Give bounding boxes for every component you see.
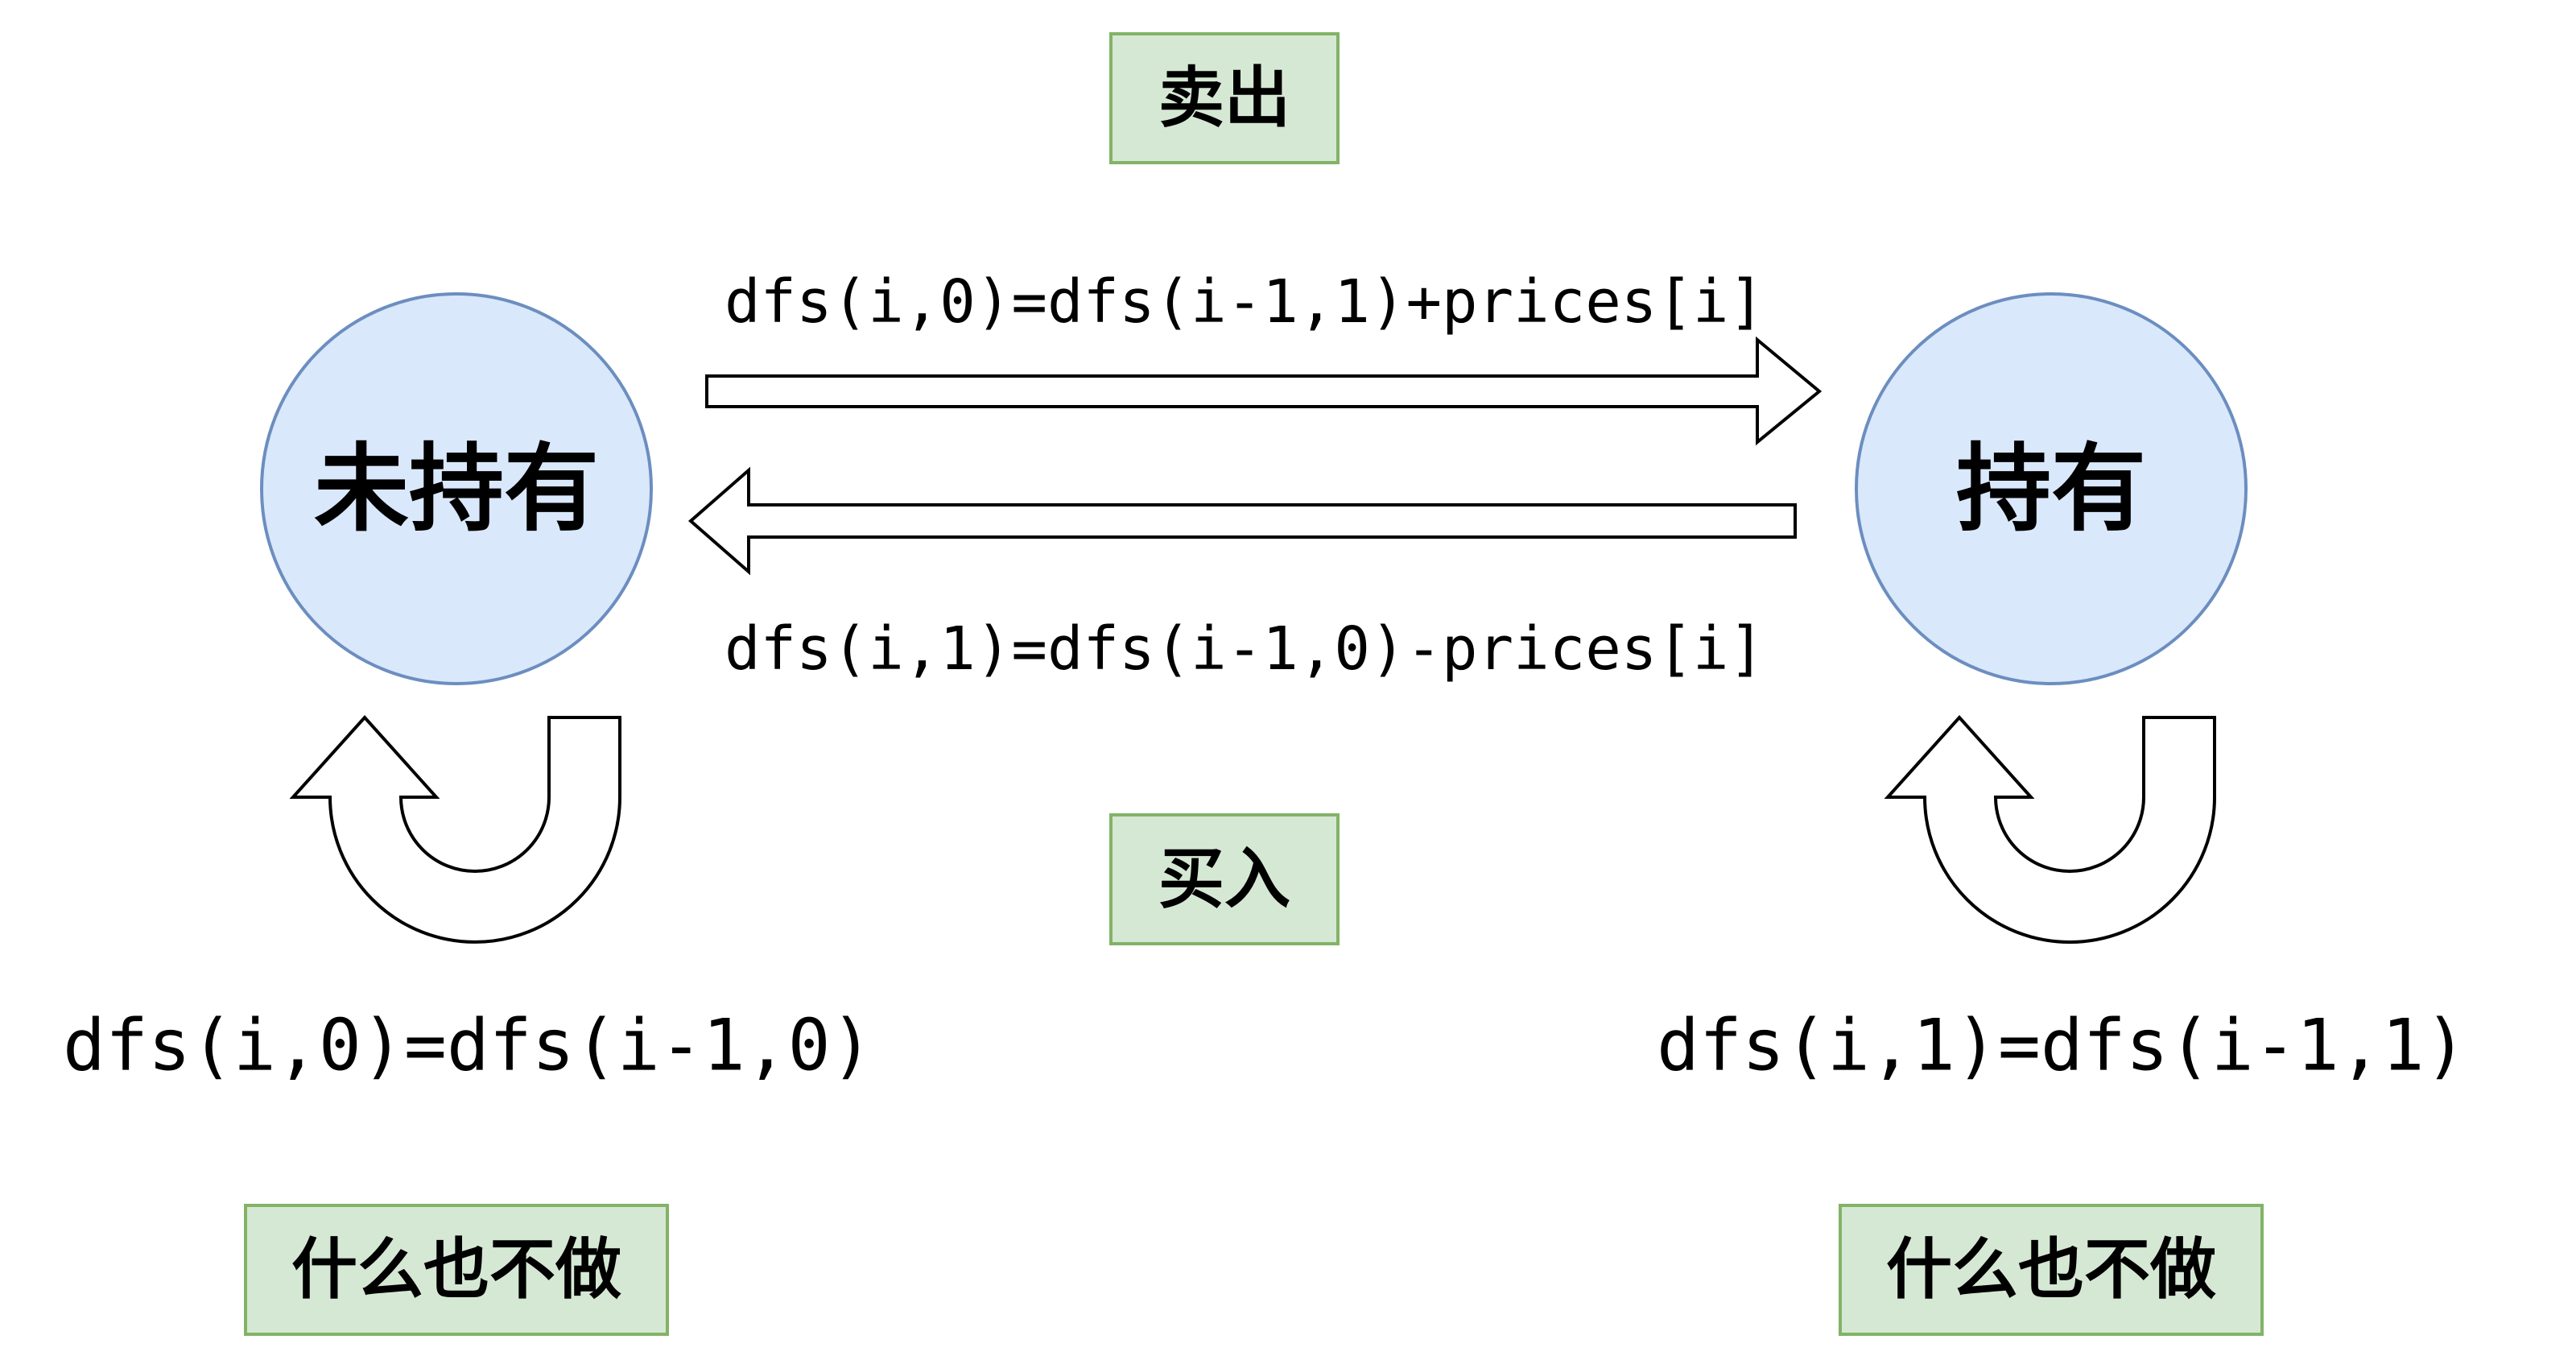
buy-box: 买入 xyxy=(1109,813,1340,945)
stay-not-holding-formula: dfs(i,0)=dfs(i-1,0) xyxy=(63,1004,873,1087)
not-holding-label: 未持有 xyxy=(314,433,599,544)
do-nothing-left-box: 什么也不做 xyxy=(244,1204,669,1336)
stay-holding-loop-arrow xyxy=(1884,715,2216,944)
sell-box: 卖出 xyxy=(1109,32,1340,164)
do-nothing-right-label: 什么也不做 xyxy=(1886,1232,2216,1308)
sell-formula: dfs(i,0)=dfs(i-1,1)+prices[i] xyxy=(724,267,1765,337)
do-nothing-right-box: 什么也不做 xyxy=(1839,1204,2264,1336)
sell-arrow xyxy=(705,336,1823,446)
stay-holding-formula: dfs(i,1)=dfs(i-1,1) xyxy=(1657,1004,2467,1087)
holding-node: 持有 xyxy=(1855,292,2248,685)
buy-formula: dfs(i,1)=dfs(i-1,0)-prices[i] xyxy=(724,614,1765,684)
buy-arrow xyxy=(687,466,1797,576)
holding-label: 持有 xyxy=(1956,433,2146,544)
stay-not-holding-loop-arrow xyxy=(289,715,621,944)
sell-label: 卖出 xyxy=(1158,60,1290,137)
buy-label: 买入 xyxy=(1158,841,1290,918)
not-holding-node: 未持有 xyxy=(260,292,653,685)
do-nothing-left-label: 什么也不做 xyxy=(291,1232,621,1308)
